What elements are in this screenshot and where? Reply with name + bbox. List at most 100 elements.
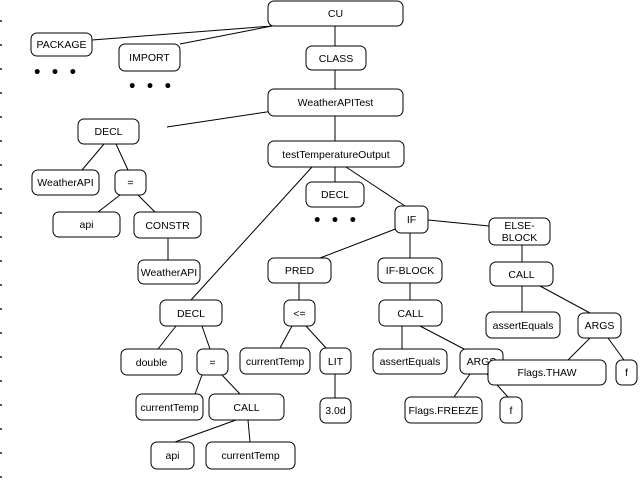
node-equals-1: = [114,169,147,196]
svg-text:CONSTR: CONSTR [145,220,190,232]
svg-text:IF: IF [407,214,416,226]
node-weatherapi-1: WeatherAPI [31,169,100,196]
node-api-2: api [150,441,195,470]
node-less-equal: <= [283,299,316,327]
svg-text:assertEquals: assertEquals [380,356,441,368]
node-package: PACKAGE [30,32,93,57]
edge-decl1-eq1 [115,143,129,171]
ellipsis-import: • • • [128,79,175,95]
node-currenttemp-2: currentTemp [135,393,204,421]
node-f-2: f [615,359,638,386]
svg-text:• • •: • • • [33,65,80,81]
svg-text:3.0d: 3.0d [325,405,346,417]
svg-text:DECL: DECL [321,189,349,201]
node-assertequals-2: assertEquals [372,348,448,375]
svg-text:=: = [209,357,215,369]
edge-le-lit [305,325,327,349]
node-assertequals-1: assertEquals [485,311,561,339]
svg-text:currentTemp: currentTemp [140,402,199,414]
svg-text:currentTemp: currentTemp [246,356,305,368]
node-class: CLASS [305,45,367,71]
node-currenttemp-1: currentTemp [239,347,311,375]
svg-text:assertEquals: assertEquals [493,320,554,332]
svg-text:CALL: CALL [508,269,534,281]
node-equals-2: = [196,348,229,376]
svg-text:ELSE-: ELSE- [504,220,535,232]
svg-text:testTemperatureOutput: testTemperatureOutput [282,149,389,161]
edge-call2-args2 [419,325,465,350]
edge-eq1-api1 [97,194,121,213]
node-api-1: api [52,211,121,238]
edge-call3-api2 [174,419,237,443]
svg-text:f: f [510,405,513,417]
svg-text:DECL: DECL [177,308,205,320]
node-f-1: f [499,396,523,424]
svg-text:double: double [136,357,168,369]
node-testtemperatureoutput: testTemperatureOutput [267,140,405,168]
edge-args1-f2 [607,337,625,361]
svg-text:DECL: DECL [94,126,122,138]
node-import: IMPORT [118,43,181,72]
svg-text:IMPORT: IMPORT [129,52,170,64]
node-decl-2: DECL [305,181,365,208]
svg-text:CALL: CALL [397,308,423,320]
svg-text:api: api [79,219,93,231]
node-constr: CONSTR [133,211,202,239]
node-weatherapi-2: WeatherAPI [137,259,201,285]
svg-text:• • •: • • • [313,213,360,229]
svg-text:api: api [165,450,179,462]
node-double: double [120,348,183,376]
svg-text:WeatherAPITest: WeatherAPITest [298,97,374,109]
node-decl-3: DECL [159,299,223,327]
edge-if-elseblock [427,219,490,227]
edge-tto-decl3 [190,166,313,301]
svg-text:IF-BLOCK: IF-BLOCK [386,265,434,277]
svg-text:• • •: • • • [128,79,175,95]
node-cu: CU [267,0,404,27]
svg-text:f: f [625,367,628,379]
edge-if-pred [319,227,399,259]
node-if: IF [394,205,429,234]
node-weatherapitest: WeatherAPITest [267,88,404,117]
svg-text:BLOCK: BLOCK [502,232,538,244]
edge-decl1-weatherapi1 [81,143,105,171]
node-currenttemp-3: currentTemp [205,441,296,470]
node-call-3: CALL [208,393,285,421]
node-call-1: CALL [489,261,554,287]
edge-cu-import [179,25,273,45]
svg-text:PACKAGE: PACKAGE [37,39,87,51]
edge-cu-package [91,25,273,41]
svg-text:CLASS: CLASS [319,53,353,65]
edge-eq2-call3 [221,374,241,395]
edge-le-currenttemp1 [279,325,293,349]
node-if-block: IF-BLOCK [377,257,443,284]
edge-decl3-eq2 [201,325,211,350]
node-lit: LIT [319,347,352,375]
edge-call1-args1 [539,285,591,314]
margin-ticks [0,20,2,478]
svg-text:Flags.THAW: Flags.THAW [517,367,576,379]
edge-eq2-currenttemp2 [194,374,203,395]
edge-decl3-double [157,325,177,350]
node-3-0d: 3.0d [319,397,352,424]
edge-args2-flagsfreeze [453,373,471,398]
svg-text:WeatherAPI: WeatherAPI [37,177,93,189]
edge-call3-currenttemp3 [247,419,251,443]
svg-text:CU: CU [328,8,343,20]
ellipsis-package: • • • [33,65,80,81]
ellipsis-decl: • • • [313,213,360,229]
svg-text:PRED: PRED [285,265,315,277]
edge-tto-if [345,166,406,207]
edge-wat-decl1 [166,109,281,128]
edge-args1-flagsthaw [567,337,591,361]
svg-text:CALL: CALL [233,402,259,414]
node-else-block: ELSE- BLOCK [488,217,551,246]
node-decl-1: DECL [77,118,140,145]
node-call-2: CALL [378,299,443,327]
node-flags-thaw: Flags.THAW [487,359,607,386]
node-flags-freeze: Flags.FREEZE [404,396,483,424]
svg-text:WeatherAPI: WeatherAPI [141,267,197,279]
node-args-1: ARGS [577,312,622,339]
svg-text:currentTemp: currentTemp [221,450,280,462]
